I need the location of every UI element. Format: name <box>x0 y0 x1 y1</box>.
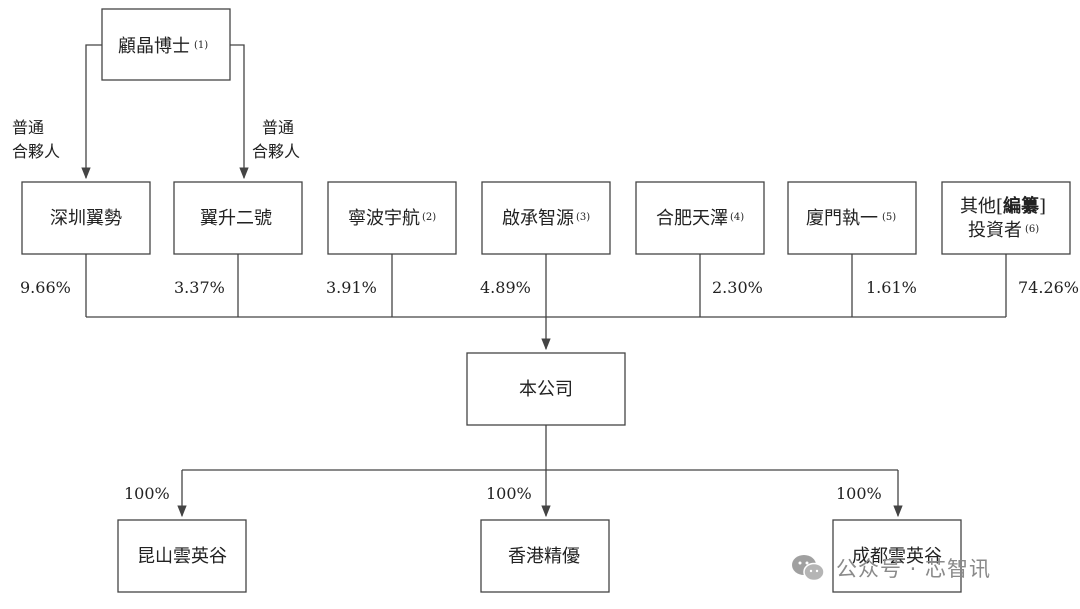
gp-role-right-line2: 合夥人 <box>252 142 300 161</box>
subsidiary-node-2: 香港精優 <box>480 519 610 593</box>
investor-note: (4) <box>730 212 744 223</box>
investor-label-part-a: 其他[ <box>960 196 1003 217</box>
investor-label-line1: 其他[編纂] <box>960 195 1046 217</box>
subsidiary-pct-2: 100% <box>486 484 532 503</box>
investor-label: 深圳翼勢 <box>50 208 122 229</box>
investor-node-4: 啟承智源 (3) <box>481 181 611 255</box>
company-label: 本公司 <box>519 379 573 400</box>
gp-role-left-line1: 普通 <box>12 118 44 137</box>
investor-label: 寧波宇航 <box>348 208 420 229</box>
investor-note: (3) <box>576 212 590 223</box>
shareholding-pct-4: 4.89% <box>480 278 531 297</box>
watermark: 公众号 · 芯智讯 <box>790 548 991 588</box>
investor-node-6: 廈門執一 (5) <box>787 181 917 255</box>
investor-node-7: 其他[編纂] 投資者 (6) <box>941 181 1071 255</box>
subsidiary-label: 香港精優 <box>508 546 580 567</box>
investor-label-line2: 投資者 <box>968 220 1022 241</box>
company-node: 本公司 <box>466 352 626 426</box>
gp-arrow-left <box>81 44 102 180</box>
shareholding-pct-2: 3.37% <box>174 278 225 297</box>
controller-node: 顧晶博士 (1) <box>101 8 231 81</box>
investor-label-part-b: 編纂 <box>1003 195 1040 217</box>
subsidiary-pct-3: 100% <box>836 484 882 503</box>
investor-node-3: 寧波宇航 (2) <box>327 181 457 255</box>
shareholding-pct-5: 2.30% <box>712 278 763 297</box>
shareholding-pct-1: 9.66% <box>20 278 71 297</box>
gp-role-right-line1: 普通 <box>262 118 294 137</box>
subsidiary-node-1: 昆山雲英谷 <box>117 519 247 593</box>
investor-note: (6) <box>1025 224 1039 235</box>
subsidiary-node-3: 成都雲英谷 <box>832 519 962 593</box>
shareholding-pct-7: 74.26% <box>1018 278 1079 297</box>
controller-label: 顧晶博士 <box>118 36 190 57</box>
controller-note: (1) <box>194 40 208 51</box>
investor-node-5: 合肥天澤 (4) <box>635 181 765 255</box>
shareholding-pct-6: 1.61% <box>866 278 917 297</box>
investor-node-1: 深圳翼勢 <box>21 181 151 255</box>
wechat-icon <box>792 555 825 582</box>
gp-role-left-line2: 合夥人 <box>12 142 60 161</box>
subsidiary-label: 昆山雲英谷 <box>137 546 227 567</box>
investor-label-part-c: ] <box>1039 196 1046 217</box>
investor-label: 合肥天澤 <box>656 208 728 229</box>
investor-node-2: 翼升二號 <box>173 181 303 255</box>
investor-note: (5) <box>882 212 896 223</box>
investor-label: 翼升二號 <box>200 208 272 229</box>
investor-label: 啟承智源 <box>502 208 574 229</box>
subsidiary-pct-1: 100% <box>124 484 170 503</box>
shareholding-pct-3: 3.91% <box>326 278 377 297</box>
investor-note: (2) <box>422 212 436 223</box>
watermark-text: 公众号 · 芯智讯 <box>836 557 992 581</box>
investor-label: 廈門執一 <box>806 208 878 229</box>
subsidiary-label: 成都雲英谷 <box>852 546 942 567</box>
gp-arrow-right <box>230 44 249 180</box>
